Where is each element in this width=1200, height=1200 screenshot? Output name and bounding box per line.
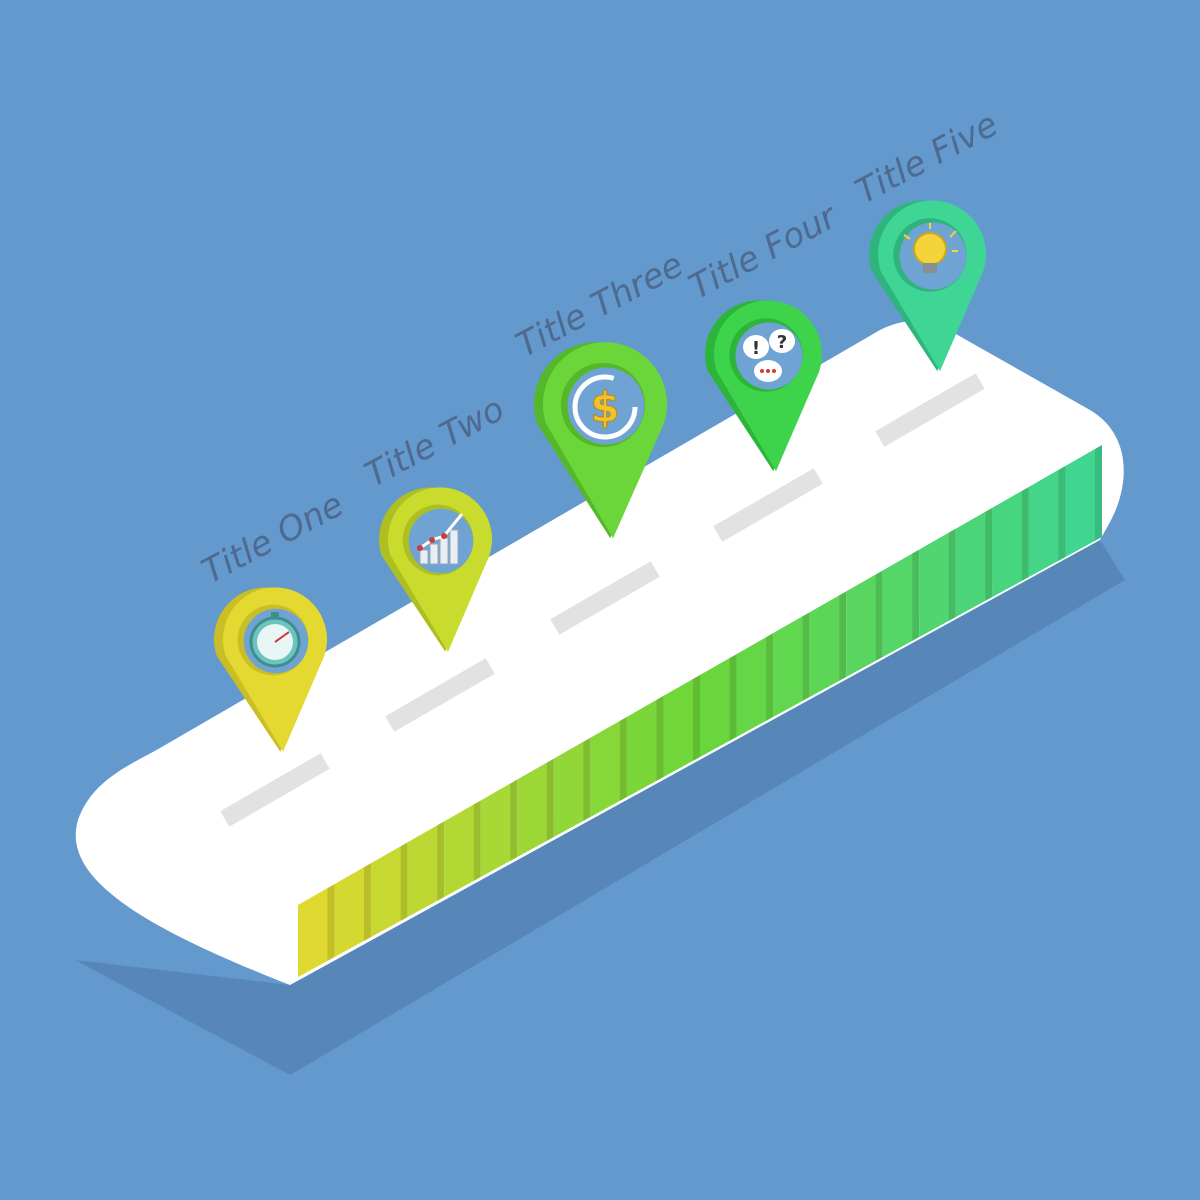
- growth-chart-icon: [417, 513, 464, 565]
- belt-slat: [517, 758, 554, 857]
- slat-divider: [1021, 486, 1029, 581]
- belt-slat: [298, 884, 335, 977]
- belt-slat: [919, 528, 956, 637]
- slat-divider: [364, 863, 372, 941]
- belt-slat: [1028, 465, 1066, 577]
- slat-divider: [839, 591, 847, 681]
- slat-divider: [802, 612, 810, 701]
- stopwatch-icon: [249, 612, 301, 668]
- slat-divider: [656, 695, 664, 781]
- location-pin: !?: [705, 300, 822, 472]
- slat-divider: [1058, 465, 1066, 561]
- slat-divider: [619, 716, 627, 801]
- slat-divider: [583, 737, 591, 821]
- slat-divider: [766, 633, 774, 721]
- slat-divider: [510, 779, 518, 861]
- belt-slat: [590, 716, 627, 817]
- road-dash: [220, 753, 330, 827]
- pin-hole: [567, 367, 645, 445]
- slat-divider: [546, 758, 554, 841]
- belt-slat: [480, 779, 518, 877]
- speech-bubbles-icon: !?: [743, 329, 795, 382]
- belt-slats: [298, 445, 1102, 977]
- dollar-refresh-icon: $: [572, 374, 638, 440]
- belt-slat: [992, 486, 1029, 597]
- belt-slat: [955, 507, 993, 617]
- belt-slat: [553, 737, 591, 837]
- belt-slat: [626, 695, 664, 797]
- step-title: Title Four: [683, 196, 845, 308]
- belt-slat: [736, 633, 774, 737]
- belt-slat: [444, 800, 481, 897]
- belt-slat: [407, 821, 445, 917]
- slat-divider: [400, 842, 408, 921]
- road-dash: [713, 468, 823, 542]
- slat-divider: [437, 821, 445, 901]
- belt-slat: [809, 591, 847, 697]
- slat-divider: [912, 549, 920, 641]
- svg-text:!: !: [752, 338, 760, 359]
- slat-divider: [327, 884, 335, 961]
- step-title: Title One: [195, 484, 350, 592]
- location-pin: [214, 587, 327, 752]
- belt-slat: [1065, 445, 1102, 557]
- belt-slat: [663, 675, 700, 777]
- step-title: Title Five: [849, 104, 1004, 212]
- road-dash: [550, 561, 660, 635]
- belt-slat: [773, 612, 810, 717]
- slat-divider: [473, 800, 481, 881]
- conveyor-belt: [75, 320, 1124, 986]
- step-title: Title Two: [359, 389, 511, 495]
- belt-slat: [334, 863, 372, 957]
- road-dashes: [220, 373, 985, 827]
- belt-shadow: [75, 540, 1125, 1075]
- road-dash: [385, 658, 495, 732]
- belt-slat: [846, 570, 883, 677]
- location-pin: [869, 200, 987, 372]
- lightbulb-icon: [903, 223, 958, 273]
- belt-slat: [700, 654, 737, 757]
- slat-divider: [948, 528, 956, 621]
- svg-text:$: $: [590, 383, 619, 432]
- slat-divider: [875, 570, 883, 661]
- slat-divider: [1095, 445, 1102, 541]
- location-pins: $!?: [214, 200, 987, 752]
- slat-divider: [729, 654, 737, 741]
- slat-divider: [985, 507, 993, 601]
- svg-text:?: ?: [777, 332, 787, 353]
- belt-slat: [882, 549, 920, 657]
- belt-slat: [371, 842, 408, 937]
- location-pin: $: [534, 342, 667, 539]
- road-dash: [875, 373, 985, 447]
- location-pin: [379, 487, 492, 652]
- slat-divider: [693, 675, 700, 761]
